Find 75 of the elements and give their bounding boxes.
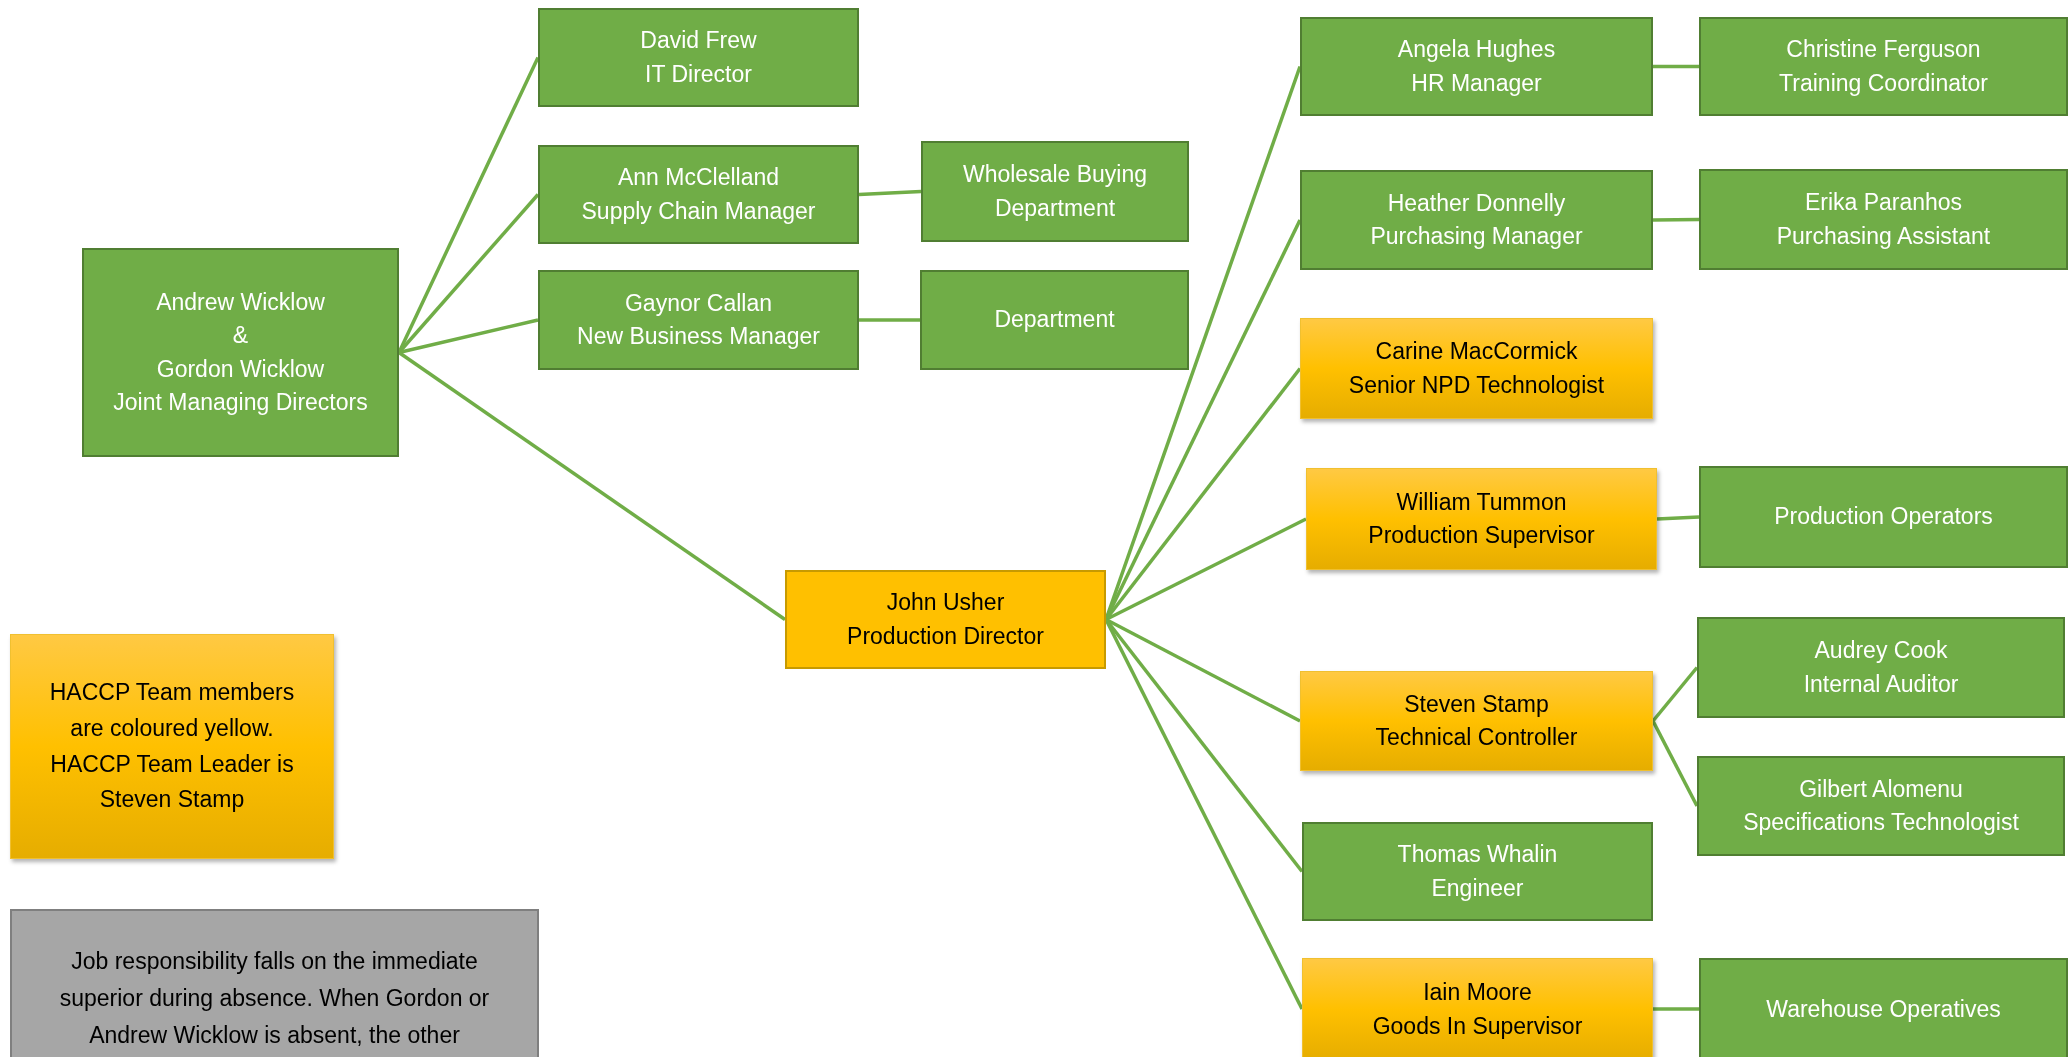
connector-line bbox=[1651, 666, 1699, 723]
connector-line bbox=[1105, 517, 1307, 622]
legend-box bbox=[10, 634, 334, 859]
role-box bbox=[1697, 617, 2065, 718]
role-text: Production Operators bbox=[1774, 502, 1993, 532]
role-text: Production Director bbox=[847, 621, 1044, 651]
role-text: Department bbox=[994, 193, 1116, 223]
connector-line bbox=[1105, 617, 1301, 723]
role-text: Angela Hughes bbox=[1397, 35, 1556, 65]
connector-line bbox=[1653, 217, 1699, 222]
role-text: Carine MacCormick bbox=[1375, 337, 1578, 367]
role-text: Thomas Whalin bbox=[1397, 840, 1558, 870]
role-text: & bbox=[232, 321, 249, 351]
role-box bbox=[1300, 170, 1653, 270]
role-text: Senior NPD Technologist bbox=[1348, 370, 1605, 400]
connector-line bbox=[398, 351, 786, 621]
role-text: IT Director bbox=[645, 59, 752, 89]
connector-line bbox=[1653, 1007, 1699, 1011]
connector-line bbox=[859, 318, 920, 322]
role-text: Iain Moore bbox=[1423, 978, 1532, 1008]
role-text: New Business Manager bbox=[577, 322, 820, 351]
role-box bbox=[1699, 958, 2068, 1057]
role-text: Erika Paranhos bbox=[1804, 188, 1963, 218]
role-text: Supply Chain Manager bbox=[581, 196, 816, 226]
role-box bbox=[538, 8, 859, 107]
note-text: Job responsibility falls on the immediate superior during absence. When Gordon or Andrew Wicklow is absent, the other bbox=[58, 947, 491, 1050]
role-text: HR Manager bbox=[1411, 68, 1542, 98]
role-text: William Tummon bbox=[1396, 487, 1567, 517]
role-text: Gilbert Alomenu bbox=[1799, 774, 1963, 804]
role-box bbox=[1302, 958, 1653, 1057]
connector-line bbox=[1651, 720, 1699, 807]
role-text: Purchasing Manager bbox=[1370, 222, 1583, 251]
role-box bbox=[921, 141, 1189, 242]
role-text: Audrey Cook bbox=[1814, 636, 1948, 666]
connector-line bbox=[1653, 64, 1699, 69]
role-text: Purchasing Assistant bbox=[1776, 221, 1991, 251]
role-box bbox=[920, 270, 1189, 370]
role-text: Goods In Supervisor bbox=[1372, 1011, 1583, 1041]
role-box bbox=[1300, 17, 1653, 116]
role-box bbox=[1302, 822, 1653, 921]
connector-line bbox=[1656, 515, 1700, 521]
role-text: Technical Controller bbox=[1375, 723, 1578, 752]
role-text: Gaynor Callan bbox=[625, 288, 772, 318]
role-box bbox=[785, 570, 1106, 669]
role-text: Warehouse Operatives bbox=[1766, 995, 2001, 1025]
role-text: Ann McClelland bbox=[617, 163, 780, 193]
role-text: Training Coordinator bbox=[1779, 68, 1988, 98]
role-text: Gordon Wicklow bbox=[156, 354, 325, 384]
role-box bbox=[1300, 671, 1653, 771]
role-text: Wholesale Buying bbox=[962, 160, 1148, 190]
note-box bbox=[10, 909, 539, 1057]
role-box bbox=[538, 145, 859, 244]
role-box bbox=[1699, 17, 2068, 116]
role-box bbox=[1699, 466, 2068, 568]
note-text: HACCP Team members are coloured yellow. HACCP Team Leader is Steven Stamp bbox=[48, 678, 296, 815]
role-text: Department bbox=[994, 305, 1115, 335]
role-text: Steven Stamp bbox=[1404, 689, 1549, 719]
role-text: Christine Ferguson bbox=[1786, 35, 1981, 65]
role-box bbox=[1697, 756, 2065, 856]
role-box bbox=[1306, 468, 1657, 570]
role-box bbox=[1300, 318, 1653, 419]
role-box bbox=[1699, 169, 2068, 270]
role-text: David Frew bbox=[640, 26, 757, 56]
connector-line bbox=[858, 189, 922, 197]
connector-line bbox=[398, 318, 539, 355]
role-text: Heather Donnelly bbox=[1387, 188, 1566, 218]
role-text: Specifications Technologist bbox=[1743, 808, 2019, 837]
role-text: Production Supervisor bbox=[1368, 521, 1595, 550]
role-text: Andrew Wicklow bbox=[156, 287, 325, 317]
role-text: Internal Auditor bbox=[1803, 669, 1959, 699]
role-text: Joint Managing Directors bbox=[113, 387, 368, 417]
role-box bbox=[538, 270, 859, 370]
role-text: John Usher bbox=[886, 588, 1005, 618]
role-text: Engineer bbox=[1431, 873, 1524, 903]
role-box bbox=[82, 248, 399, 457]
